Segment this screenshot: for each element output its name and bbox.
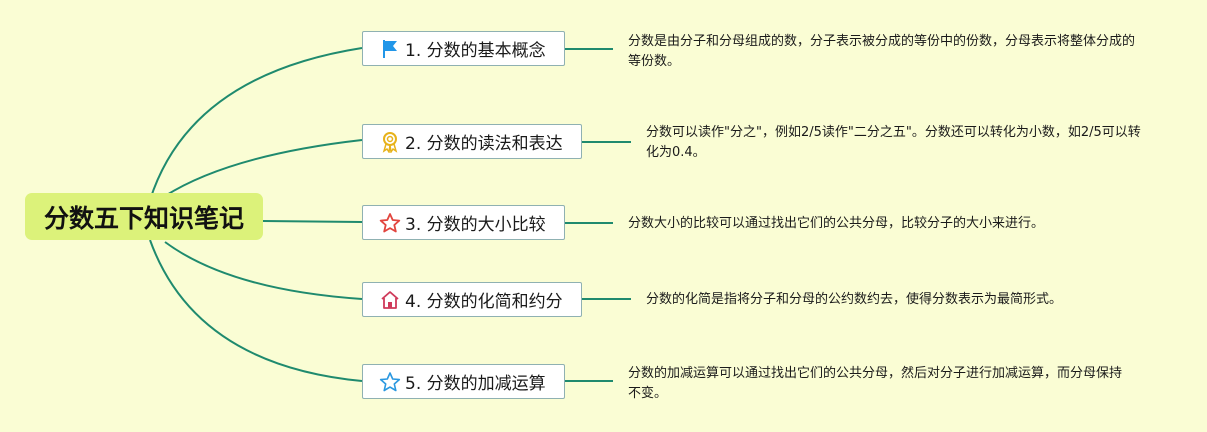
- topic-label: 3. 分数的大小比较: [405, 215, 546, 235]
- topic-reading-expression[interactable]: 2. 分数的读法和表达: [362, 124, 582, 159]
- flag-icon: [379, 38, 401, 60]
- topic-basic-concept[interactable]: 1. 分数的基本概念: [362, 31, 565, 66]
- note-simplification: 分数的化简是指将分子和分母的公约数约去，使得分数表示为最简形式。: [646, 292, 1063, 307]
- branch-line-5: [149, 239, 363, 382]
- note-addition-subtraction: 分数的加减运算可以通过找出它们的公共分母，然后对分子进行加减运算，而分母保持不变…: [628, 366, 1123, 401]
- star-outline-icon: [379, 212, 401, 234]
- root-topic[interactable]: 分数五下知识笔记: [25, 193, 263, 240]
- ribbon-award-icon: [379, 131, 401, 153]
- branch-line-1: [149, 47, 363, 201]
- note-comparison: 分数大小的比较可以通过找出它们的公共分母，比较分子的大小来进行。: [628, 216, 1045, 231]
- root-title: 分数五下知识笔记: [43, 203, 244, 233]
- note-reading-expression: 分数可以读作"分之"，例如2/5读作"二分之五"。分数还可以转化为小数，如2/5…: [646, 125, 1141, 160]
- topic-label: 5. 分数的加减运算: [405, 374, 546, 394]
- star-outline-icon: [379, 371, 401, 393]
- branch-line-2: [164, 139, 363, 197]
- topic-comparison[interactable]: 3. 分数的大小比较: [362, 205, 565, 240]
- topic-label: 1. 分数的基本概念: [405, 41, 546, 61]
- topic-simplification[interactable]: 4. 分数的化简和约分: [362, 282, 582, 317]
- topic-addition-subtraction[interactable]: 5. 分数的加减运算: [362, 364, 565, 399]
- topic-label: 4. 分数的化简和约分: [405, 292, 563, 312]
- house-icon: [379, 289, 401, 311]
- branch-line-3: [262, 220, 363, 223]
- topic-label: 2. 分数的读法和表达: [405, 134, 563, 154]
- branch-line-4: [164, 241, 363, 300]
- note-basic-concept: 分数是由分子和分母组成的数，分子表示被分成的等份中的份数，分母表示将整体分成的等…: [628, 34, 1136, 69]
